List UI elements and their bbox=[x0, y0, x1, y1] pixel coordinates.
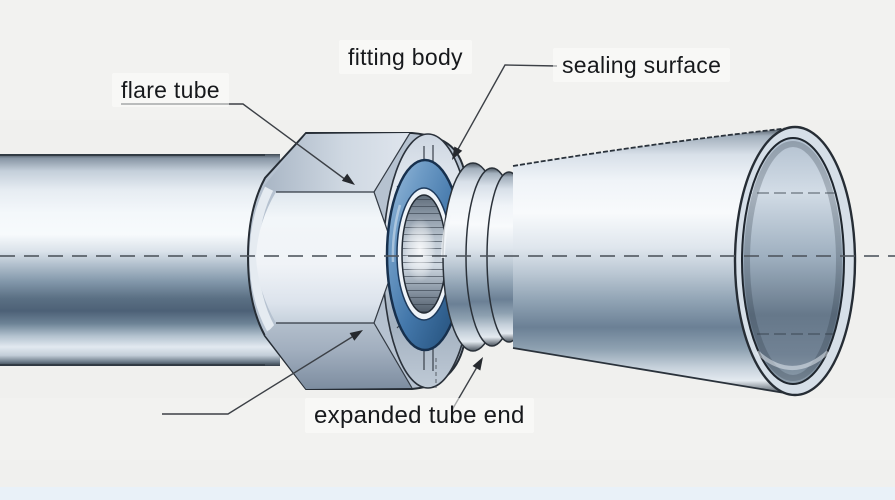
nut-facet-lower bbox=[265, 323, 412, 389]
arrowhead-icon bbox=[341, 173, 355, 185]
label-fitting-body: fitting body bbox=[339, 40, 472, 75]
label-sealing-surface: sealing surface bbox=[553, 48, 731, 83]
flared-cone bbox=[512, 127, 792, 395]
arrowhead-icon bbox=[349, 330, 363, 341]
flare-tube-cylinder bbox=[0, 154, 280, 366]
nut-facet-front bbox=[256, 192, 392, 323]
nut-facet-edges bbox=[276, 132, 413, 389]
leader-sealing-surface bbox=[452, 64, 558, 160]
leader-unlabeled bbox=[162, 330, 363, 415]
tube-bore-threads bbox=[401, 194, 447, 314]
arrowhead-icon bbox=[472, 357, 483, 371]
label-flare-tube: flare tube bbox=[112, 73, 229, 108]
nut-facet-upper bbox=[264, 133, 410, 192]
arrowhead-icon bbox=[452, 146, 463, 160]
tube-mouth-opening bbox=[733, 125, 857, 397]
mouth-silhouette-lines bbox=[742, 192, 844, 335]
label-expanded-tube-end: expanded tube end bbox=[305, 398, 534, 434]
